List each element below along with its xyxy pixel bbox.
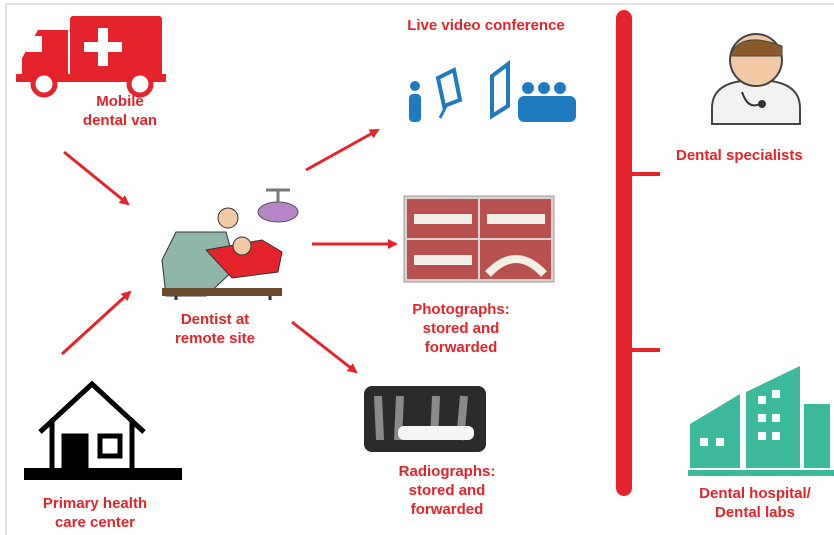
van-icon	[16, 16, 166, 98]
dentist-line-2: remote site	[174, 330, 256, 347]
photographs-line-3: forwarded	[424, 339, 498, 356]
arrow-center-to-dentist	[60, 290, 132, 356]
specialists-line-1: Dental specialists	[676, 147, 803, 164]
video-line-1: Live video conference	[407, 17, 565, 34]
photographs-line-2: stored and	[422, 320, 500, 337]
mobile-van-line-2: dental van	[82, 112, 158, 129]
radiographs-line-2: stored and	[408, 482, 486, 499]
primary-center-line-1: Primary health	[42, 495, 148, 512]
radiographs-label: Radiographs: stored and forwarded	[382, 462, 512, 519]
dentist-line-1: Dentist at	[180, 311, 250, 328]
primary-center-label: Primary health care center	[10, 494, 180, 532]
specialists-label: Dental specialists	[676, 146, 832, 165]
photographs-label: Photographs: stored and forwarded	[396, 300, 526, 357]
radiographs-line-3: forwarded	[410, 501, 484, 518]
arrow-to-radiographs	[291, 320, 358, 374]
hospital-label: Dental hospital/ Dental labs	[680, 484, 830, 522]
hospital-line-2: Dental labs	[714, 504, 796, 521]
dentist-label: Dentist at remote site	[150, 310, 280, 348]
mobile-van-label: Mobile dental van	[50, 92, 190, 130]
photographs-icon	[403, 195, 555, 283]
radiographs-line-1: Radiographs:	[398, 463, 496, 480]
hospital-line-1: Dental hospital/	[699, 485, 811, 502]
video-label: Live video conference	[376, 16, 596, 35]
bracket	[616, 10, 660, 496]
specialist-icon	[711, 33, 801, 125]
arrow-to-video	[305, 128, 380, 172]
dentist-icon	[161, 188, 299, 300]
radiograph-icon	[364, 386, 486, 452]
hospital-icon	[688, 366, 834, 476]
primary-center-line-2: care center	[54, 514, 136, 531]
house-icon	[24, 380, 182, 480]
arrow-van-to-dentist	[63, 150, 130, 206]
photographs-line-1: Photographs:	[412, 301, 510, 318]
mobile-van-line-1: Mobile	[96, 93, 144, 110]
video-conference-icon	[409, 60, 576, 122]
